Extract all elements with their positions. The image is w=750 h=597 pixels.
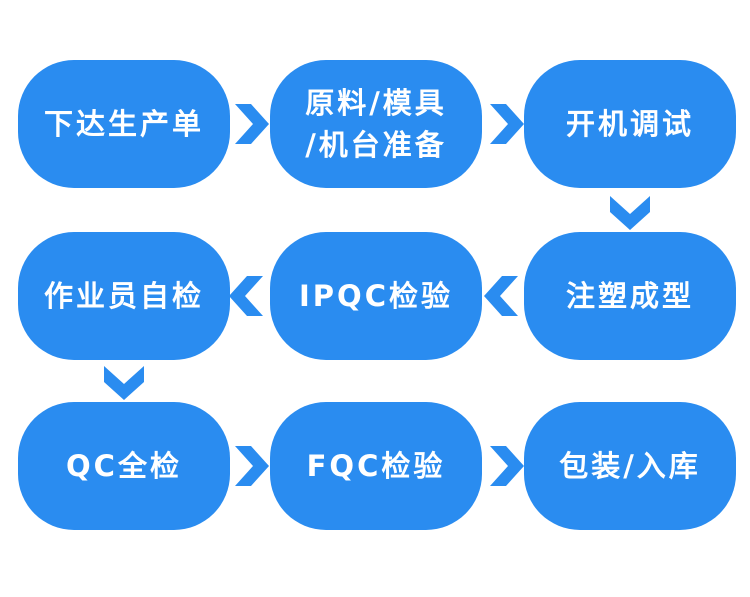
step-machine-setup: 开机调试 — [524, 60, 736, 188]
step-fqc-inspection: FQC检验 — [270, 402, 482, 530]
step-ipqc-inspection: IPQC检验 — [270, 232, 482, 360]
arrow-right-icon — [484, 104, 524, 144]
step-label-line-2: /机台准备 — [305, 128, 447, 162]
arrow-down-icon — [610, 190, 650, 230]
step-operator-self-check: 作业员自检 — [18, 232, 230, 360]
arrow-right-icon — [484, 446, 524, 486]
arrow-right-icon — [229, 104, 269, 144]
step-injection-molding: 注塑成型 — [524, 232, 736, 360]
step-label-line-1: 原料/模具 — [305, 86, 447, 120]
arrow-left-icon — [229, 276, 269, 316]
step-material-mold-prep: 原料/模具 /机台准备 — [270, 60, 482, 188]
arrow-down-icon — [104, 360, 144, 400]
step-label: 作业员自检 — [43, 279, 204, 313]
step-label: FQC检验 — [306, 449, 446, 483]
step-label: 开机调试 — [565, 107, 694, 141]
step-label: 下达生产单 — [43, 107, 204, 141]
step-issue-production-order: 下达生产单 — [18, 60, 230, 188]
step-qc-full-inspection: QC全检 — [18, 402, 230, 530]
step-label: 包装/入库 — [559, 449, 701, 483]
step-packing-warehousing: 包装/入库 — [524, 402, 736, 530]
step-label: IPQC检验 — [299, 279, 453, 313]
arrow-right-icon — [229, 446, 269, 486]
step-label: QC全检 — [66, 449, 182, 483]
step-label: 注塑成型 — [565, 279, 694, 313]
arrow-left-icon — [484, 276, 524, 316]
